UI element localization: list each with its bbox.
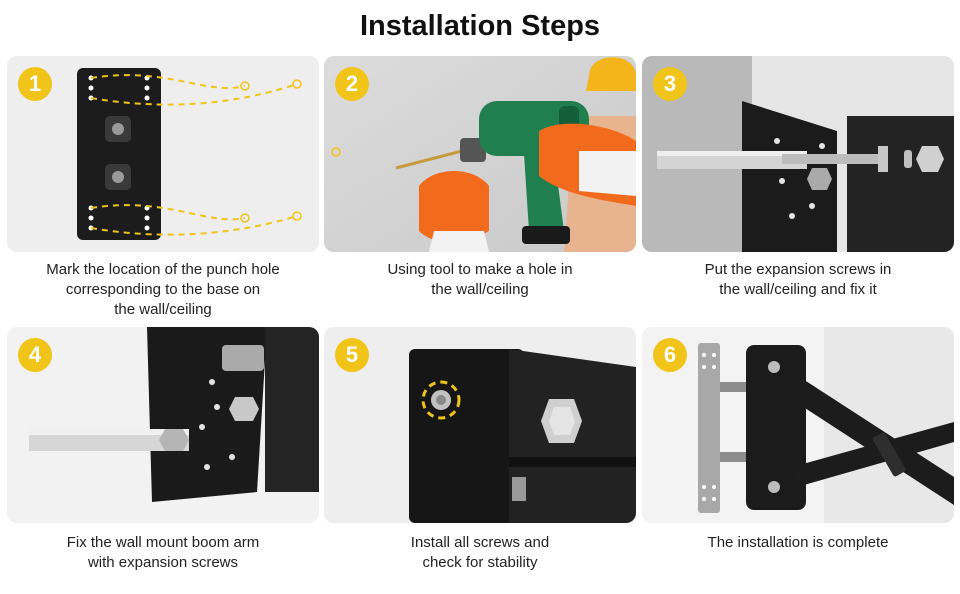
step-3-caption-line-1: Put the expansion screws in [704,261,892,278]
step-2-number-badge: 2 [335,67,369,101]
step-6-panel: 6 [642,327,954,523]
step-3-number-badge: 3 [653,67,687,101]
bolt-closeup-icon [324,327,636,523]
step-6-number-badge: 6 [653,338,687,372]
step-4-caption: Fix the wall mount boom arm with expansi… [7,533,319,573]
step-6-caption: The installation is complete [642,533,954,553]
step-1-number-badge: 1 [18,67,52,101]
step-5-number-badge: 5 [335,338,369,372]
step-5-caption: Install all screws and check for stabili… [324,533,636,573]
step-5-caption-line-1: Install all screws and [410,534,550,551]
step-4-caption-line-1: Fix the wall mount boom arm [66,534,260,551]
step-4-caption-line-2: with expansion screws [87,554,239,571]
expansion-screw-icon [642,56,954,252]
step-5-caption-line-2: check for stability [422,554,538,571]
step-3-panel: 3 [642,56,954,252]
step-1-caption-line-1: Mark the location of the punch hole [46,261,280,278]
completed-mount-icon [642,327,954,523]
page-title: Installation Steps [359,10,601,42]
step-4-panel: 4 [7,327,319,523]
step-2-panel: 2 [324,56,636,252]
step-2-caption-line-2: the wall/ceiling [431,281,529,298]
step-1-panel: 1 [7,56,319,252]
step-1-caption-line-2: corresponding to the base on [65,281,261,298]
step-4-number-badge: 4 [18,338,52,372]
mounting-plate-marking-icon [7,56,319,252]
step-1-caption-line-3: the wall/ceiling [114,301,212,318]
step-3-caption: Put the expansion screws in the wall/cei… [642,260,954,300]
power-drill-icon [324,56,636,252]
step-2-caption-line-1: Using tool to make a hole in [387,261,573,278]
step-3-caption-line-2: the wall/ceiling and fix it [719,281,877,298]
step-6-caption-line-1: The installation is complete [707,534,889,551]
step-2-caption: Using tool to make a hole in the wall/ce… [324,260,636,300]
boom-arm-bracket-icon [7,327,319,523]
step-5-panel: 5 [324,327,636,523]
step-1-caption: Mark the location of the punch hole corr… [7,260,319,320]
